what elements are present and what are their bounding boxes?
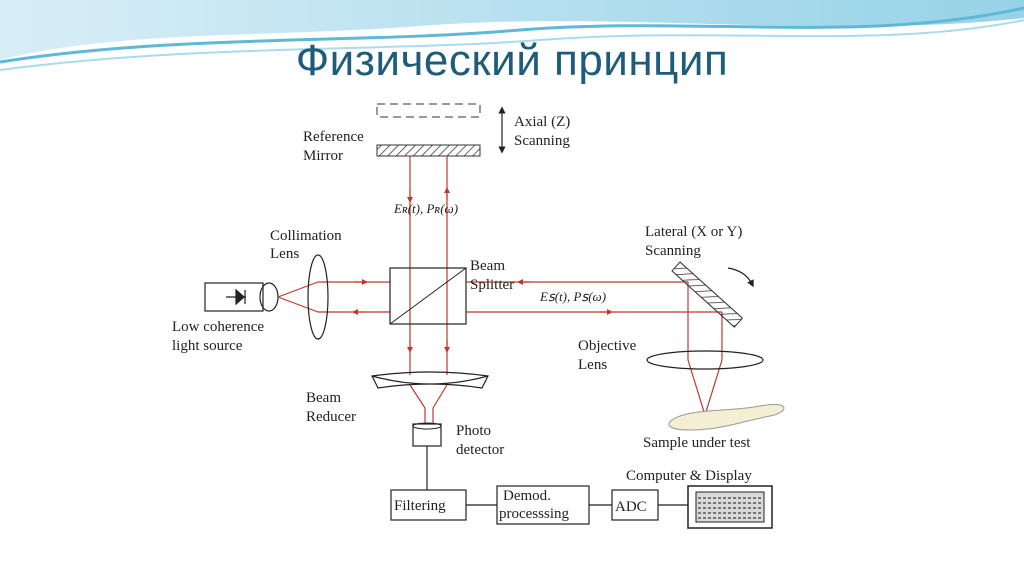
label-beam-splitter-2: Splitter bbox=[470, 277, 514, 293]
source-beams bbox=[277, 279, 390, 315]
label-sample: Sample under test bbox=[643, 435, 751, 451]
label-reference-1: Reference bbox=[303, 129, 364, 145]
diode-icon bbox=[226, 288, 246, 306]
label-demod-1: Demod. bbox=[503, 488, 551, 504]
label-beam-splitter-1: Beam bbox=[470, 258, 505, 274]
label-collimation-2: Lens bbox=[270, 246, 299, 262]
reducer-beams bbox=[409, 384, 448, 424]
label-axial-1: Axial (Z) bbox=[514, 114, 570, 130]
label-source-2: light source bbox=[172, 338, 243, 354]
label-reducer-2: Reducer bbox=[306, 409, 356, 425]
beam-reducer bbox=[371, 371, 489, 389]
lateral-scan-arrow bbox=[727, 267, 754, 288]
label-filtering: Filtering bbox=[394, 498, 446, 514]
mirror-scan-position bbox=[376, 103, 481, 118]
label-computer: Computer & Display bbox=[626, 468, 752, 484]
lateral-scan-mirror bbox=[671, 261, 744, 328]
label-source-1: Low coherence bbox=[172, 319, 264, 335]
sample-under-test bbox=[668, 403, 785, 431]
label-reducer-1: Beam bbox=[306, 390, 341, 406]
objective-lens bbox=[646, 350, 764, 370]
display-screen bbox=[695, 491, 765, 523]
photo-detector-top bbox=[412, 422, 442, 430]
photo-detector bbox=[412, 423, 442, 447]
light-source-box bbox=[204, 282, 264, 312]
beam-splitter bbox=[389, 267, 467, 325]
label-lateral-2: Scanning bbox=[645, 243, 701, 259]
label-objective-1: Objective bbox=[578, 338, 637, 354]
label-collimation-1: Collimation bbox=[270, 228, 342, 244]
label-objective-2: Lens bbox=[578, 357, 607, 373]
label-es: Eꜱ(t), Pꜱ(ω) bbox=[539, 289, 606, 304]
reference-beams bbox=[407, 156, 450, 375]
slide-title: Физический принцип bbox=[295, 36, 729, 85]
label-adc: ADC bbox=[615, 499, 647, 515]
label-axial-2: Scanning bbox=[514, 133, 570, 149]
label-demod-2: processsing bbox=[499, 506, 569, 522]
display-image bbox=[698, 497, 762, 519]
reference-mirror bbox=[376, 144, 481, 157]
label-er: Eʀ(t), Pʀ(ω) bbox=[393, 201, 458, 216]
label-lateral-1: Lateral (X or Y) bbox=[645, 224, 742, 240]
beam-splitter-diagonal bbox=[389, 267, 467, 325]
label-photo-2: detector bbox=[456, 442, 504, 458]
collimation-lens bbox=[307, 254, 329, 340]
computer-display bbox=[687, 485, 773, 529]
label-photo-1: Photo bbox=[456, 423, 491, 439]
label-reference-2: Mirror bbox=[303, 148, 343, 164]
